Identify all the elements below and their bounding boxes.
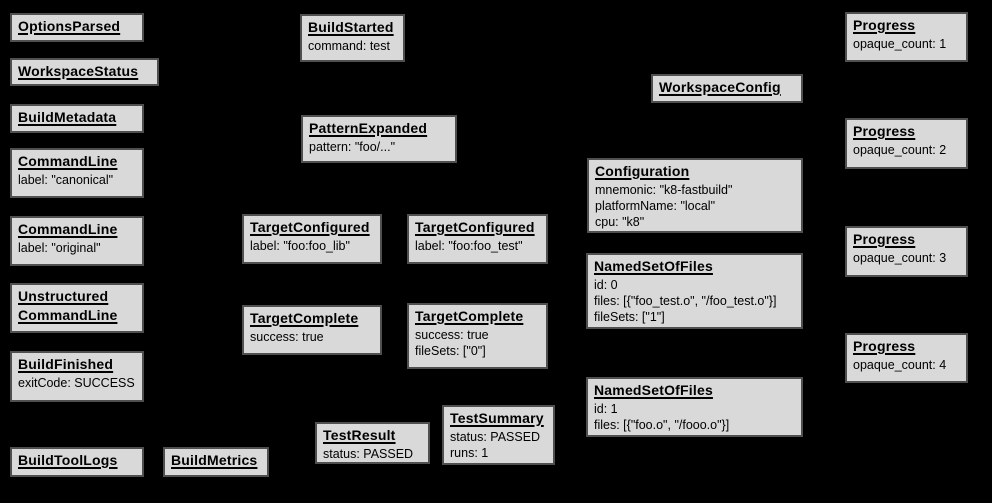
event-box-details: label: "foo:foo_lib": [250, 238, 374, 254]
box-pattern-expanded: PatternExpanded pattern: "foo/...": [301, 115, 457, 163]
event-box-title: CommandLine: [18, 221, 118, 237]
box-named-set-of-files-0: NamedSetOfFiles id: 0 files: [{"foo_test.…: [586, 253, 803, 329]
box-build-tool-logs: BuildToolLogs: [10, 447, 144, 477]
event-box-details: label: "original": [18, 240, 136, 256]
event-box-detail-line: cpu: "k8": [595, 215, 645, 229]
event-box-detail-line: opaque_count: 4: [853, 358, 947, 372]
event-box-detail-line: command: test: [308, 39, 390, 53]
event-box-title: TargetComplete: [250, 310, 359, 326]
event-box-title: Progress: [853, 17, 916, 33]
event-box-title: CommandLine: [18, 153, 118, 169]
event-box-title: TestResult: [323, 427, 396, 443]
event-box-title: BuildToolLogs: [18, 452, 118, 468]
box-workspace-status: WorkspaceStatus: [10, 58, 159, 86]
box-build-metrics: BuildMetrics: [163, 447, 269, 477]
box-progress-4: Progress opaque_count: 4: [845, 333, 968, 383]
event-box-detail-line: fileSets: ["1"]: [594, 310, 665, 324]
event-box-title: Progress: [853, 338, 916, 354]
event-box-title: TargetComplete: [415, 308, 524, 324]
box-options-parsed: OptionsParsed: [10, 13, 144, 42]
event-box-detail-line: label: "canonical": [18, 173, 114, 187]
box-build-started: BuildStarted command: test: [300, 14, 405, 62]
event-box-title: TargetConfigured: [250, 219, 370, 235]
event-box-detail-line: exitCode: SUCCESS: [18, 376, 135, 390]
event-box-title: BuildFinished: [18, 356, 114, 372]
event-box-title: OptionsParsed: [18, 18, 121, 34]
box-test-result: TestResult status: PASSED: [315, 422, 430, 464]
event-box-detail-line: mnemonic: "k8-fastbuild": [595, 183, 733, 197]
box-progress-3: Progress opaque_count: 3: [845, 226, 968, 277]
event-box-detail-line: label: "foo:foo_test": [415, 239, 523, 253]
event-box-detail-line: id: 0: [594, 278, 618, 292]
event-box-detail-line: platformName: "local": [595, 199, 716, 213]
event-box-details: status: PASSED runs: 1: [450, 429, 547, 461]
box-target-configured-foo-lib: TargetConfigured label: "foo:foo_lib": [242, 214, 382, 264]
event-box-title: BuildMetrics: [171, 452, 258, 468]
event-box-detail-line: label: "foo:foo_lib": [250, 239, 350, 253]
event-box-detail-line: files: [{"foo.o", "/fooo.o"}]: [594, 418, 730, 432]
event-box-title: BuildStarted: [308, 19, 394, 35]
event-box-details: success: true fileSets: ["0"]: [415, 327, 540, 359]
event-box-detail-line: success: true: [415, 328, 489, 342]
box-unstructured-command-line: Unstructured CommandLine: [10, 283, 144, 333]
box-command-line-canonical: CommandLine label: "canonical": [10, 148, 144, 198]
box-target-complete-lib: TargetComplete success: true: [242, 305, 382, 355]
box-build-metadata: BuildMetadata: [10, 104, 144, 133]
event-box-title: TestSummary: [450, 410, 544, 426]
event-box-details: label: "canonical": [18, 172, 136, 188]
box-command-line-original: CommandLine label: "original": [10, 216, 144, 266]
event-box-detail-line: pattern: "foo/...": [309, 140, 396, 154]
event-box-detail-line: runs: 1: [450, 446, 489, 460]
event-box-detail-line: label: "original": [18, 241, 101, 255]
event-box-detail-line: opaque_count: 1: [853, 37, 947, 51]
box-build-finished: BuildFinished exitCode: SUCCESS: [10, 351, 144, 402]
box-configuration: Configuration mnemonic: "k8-fastbuild" pl…: [587, 158, 803, 233]
event-box-details: id: 0 files: [{"foo_test.o", "/foo_test.o…: [594, 277, 795, 325]
event-box-details: status: PASSED: [323, 446, 422, 462]
event-box-title: Progress: [853, 231, 916, 247]
event-box-title: WorkspaceConfig: [659, 79, 781, 95]
event-box-details: mnemonic: "k8-fastbuild" platformName: "l…: [595, 182, 795, 230]
box-progress-2: Progress opaque_count: 2: [845, 118, 968, 169]
event-box-title: Configuration: [595, 163, 690, 179]
event-box-details: opaque_count: 2: [853, 142, 960, 158]
event-box-detail-line: id: 1: [594, 402, 618, 416]
event-box-detail-line: status: PASSED: [323, 447, 414, 461]
box-named-set-of-files-1: NamedSetOfFiles id: 1 files: [{"foo.o", "…: [586, 377, 803, 437]
event-box-details: exitCode: SUCCESS: [18, 375, 136, 391]
event-box-title: PatternExpanded: [309, 120, 428, 136]
event-box-detail-line: opaque_count: 2: [853, 143, 947, 157]
event-box-details: opaque_count: 1: [853, 36, 960, 52]
event-box-detail-line: status: PASSED: [450, 430, 541, 444]
event-box-title: BuildMetadata: [18, 109, 117, 125]
event-box-title: TargetConfigured: [415, 219, 535, 235]
box-workspace-config: WorkspaceConfig: [651, 74, 803, 103]
event-box-title: NamedSetOfFiles: [594, 258, 713, 274]
event-box-details: id: 1 files: [{"foo.o", "/fooo.o"}]: [594, 401, 795, 433]
event-box-title: Progress: [853, 123, 916, 139]
event-box-details: label: "foo:foo_test": [415, 238, 540, 254]
box-progress-1: Progress opaque_count: 1: [845, 12, 968, 62]
event-box-details: command: test: [308, 38, 397, 54]
box-target-complete-test: TargetComplete success: true fileSets: ["…: [407, 303, 548, 369]
event-box-details: success: true: [250, 329, 374, 345]
event-box-details: opaque_count: 4: [853, 357, 960, 373]
event-box-title: NamedSetOfFiles: [594, 382, 713, 398]
event-box-detail-line: fileSets: ["0"]: [415, 344, 486, 358]
event-box-detail-line: opaque_count: 3: [853, 251, 947, 265]
event-box-details: opaque_count: 3: [853, 250, 960, 266]
event-box-detail-line: success: true: [250, 330, 324, 344]
event-box-title: Unstructured CommandLine: [18, 288, 118, 323]
box-target-configured-foo-test: TargetConfigured label: "foo:foo_test": [407, 214, 548, 264]
event-box-details: pattern: "foo/...": [309, 139, 449, 155]
box-test-summary: TestSummary status: PASSED runs: 1: [442, 405, 555, 465]
event-box-title: WorkspaceStatus: [18, 63, 139, 79]
event-box-detail-line: files: [{"foo_test.o", "/foo_test.o"}]: [594, 294, 777, 308]
